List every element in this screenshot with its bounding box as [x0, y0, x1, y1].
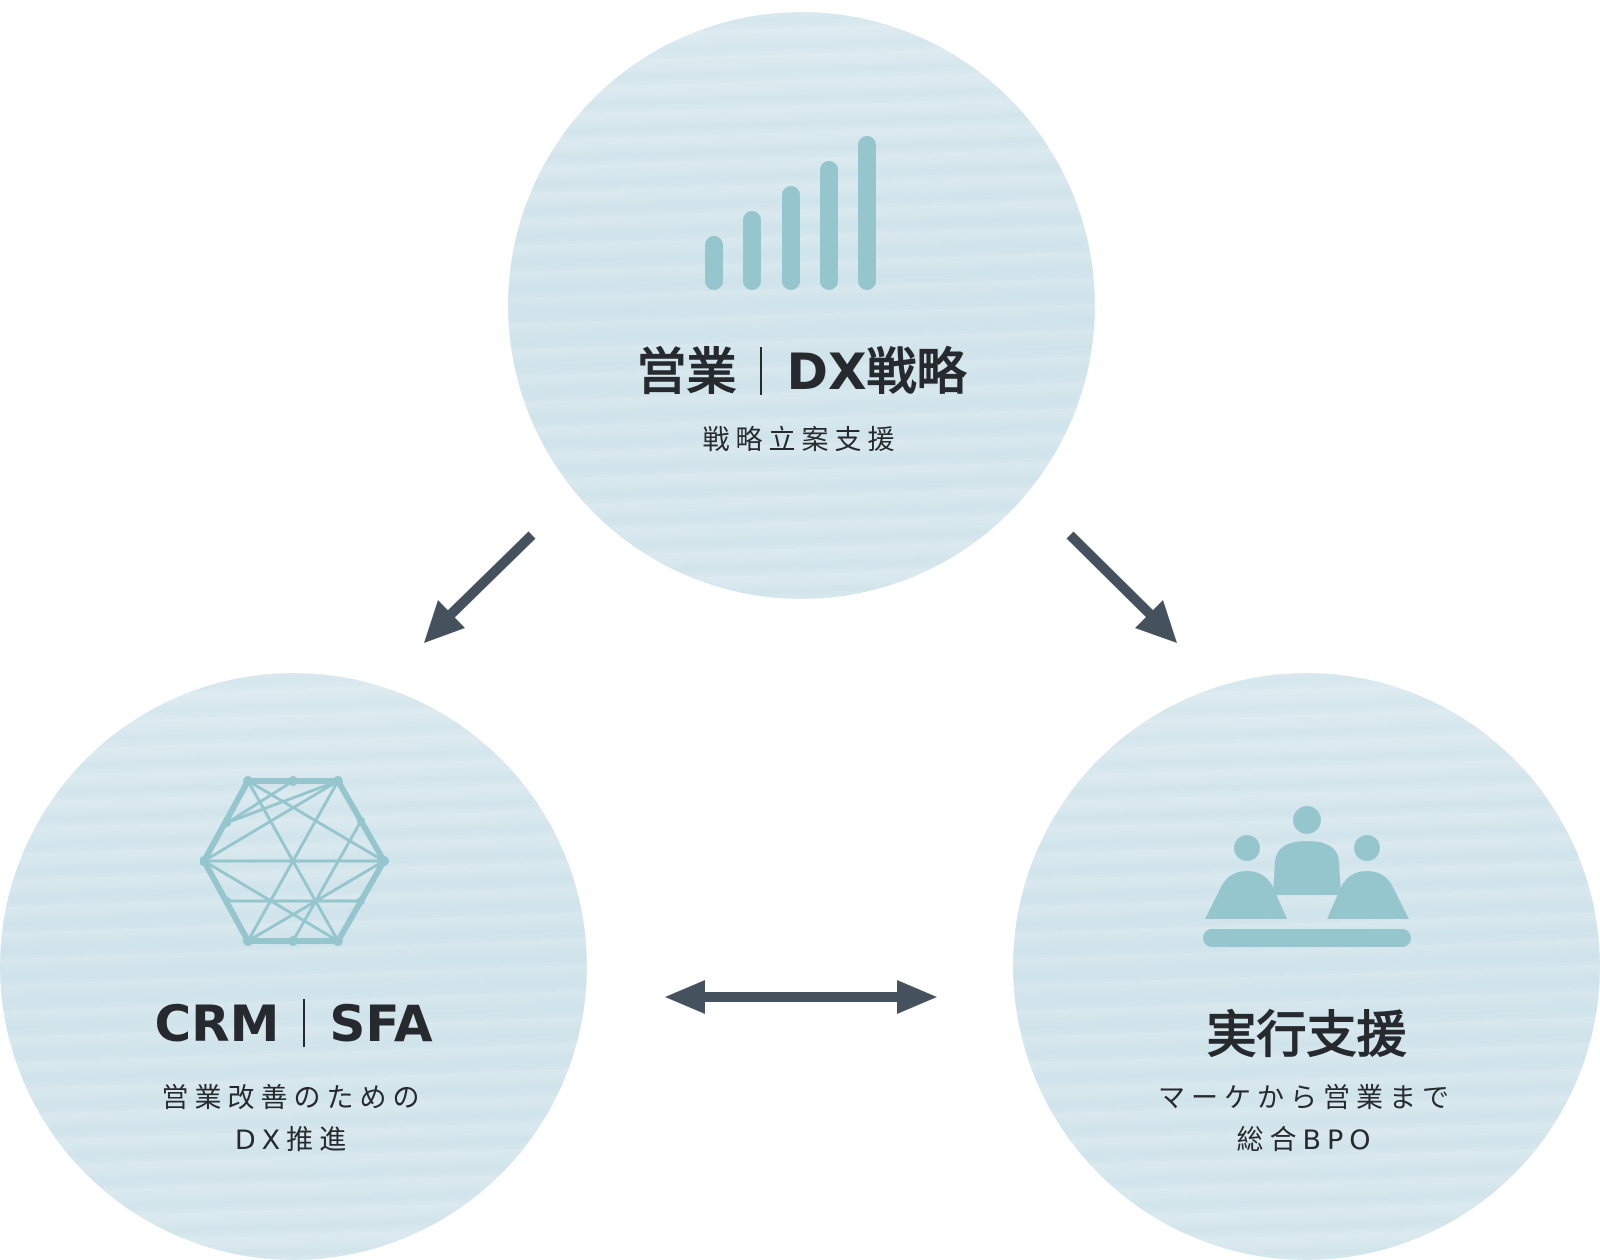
arrow-top-to-right	[1066, 531, 1162, 626]
sfa-title: SFA	[329, 995, 433, 1053]
title-separator	[760, 347, 763, 395]
execution-circle: 実行支援 マーケから営業まで 総合BPO	[1013, 673, 1600, 1260]
execution-title: 実行支援	[1206, 1006, 1407, 1064]
network-hexagon-icon	[200, 776, 389, 946]
strategy-title-right: DX戦略	[786, 343, 967, 401]
crm-sfa-title: CRM SFA	[0, 995, 587, 1053]
title-separator	[303, 999, 306, 1047]
arrowhead-right-icon	[1135, 600, 1177, 643]
crm-sfa-subtitle-line-2: DX推進	[234, 1125, 353, 1156]
execution-subtitle-line-1: マーケから営業まで	[1158, 1083, 1455, 1114]
signal-bars-icon	[705, 136, 876, 290]
arrowhead-east-icon	[897, 980, 937, 1014]
crm-sfa-subtitle: 営業改善のための DX推進	[0, 1078, 587, 1162]
crm-title: CRM	[154, 995, 280, 1053]
strategy-title: 営業 DX戦略	[508, 332, 1095, 404]
team-meeting-icon	[1203, 806, 1411, 947]
arrowhead-west-icon	[665, 980, 705, 1014]
strategy-circle: 営業 DX戦略 戦略立案支援	[508, 12, 1095, 599]
execution-subtitle: マーケから営業まで 総合BPO	[1013, 1078, 1600, 1162]
strategy-subtitle-line: 戦略立案支援	[702, 425, 901, 456]
strategy-title-left: 営業	[636, 343, 737, 401]
crm-sfa-subtitle-line-1: 営業改善のための	[161, 1083, 426, 1114]
arrowhead-left-icon	[424, 600, 465, 643]
execution-subtitle-line-2: 総合BPO	[1236, 1125, 1377, 1156]
strategy-subtitle: 戦略立案支援	[508, 420, 1095, 462]
arrow-top-to-left	[439, 531, 536, 626]
crm-sfa-circle: CRM SFA 営業改善のための DX推進	[0, 673, 587, 1260]
